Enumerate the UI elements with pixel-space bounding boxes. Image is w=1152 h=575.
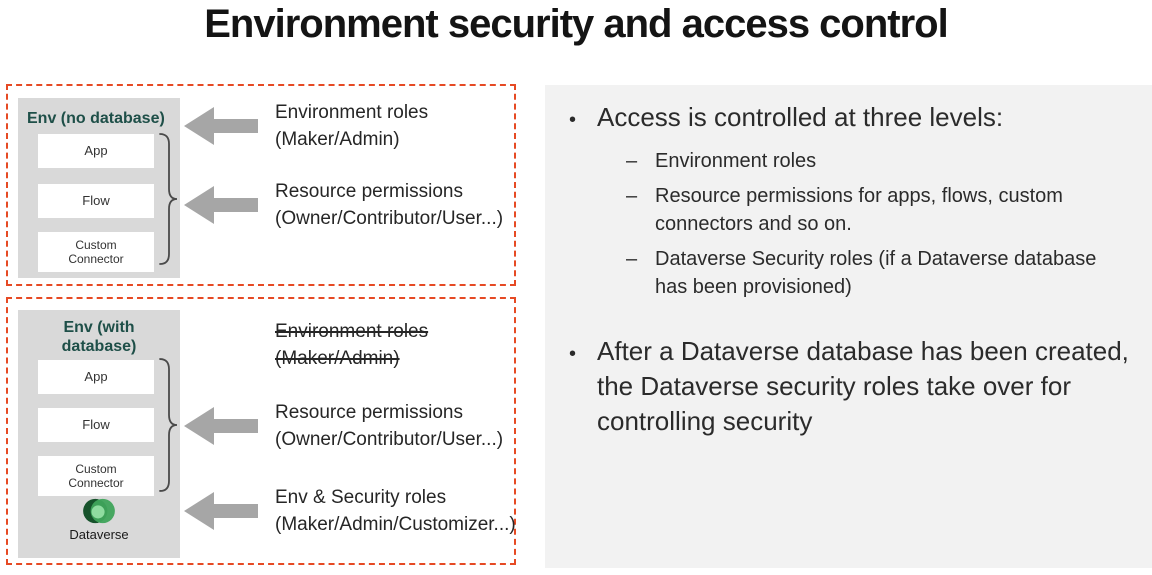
left-arrow-icon	[184, 107, 258, 145]
bullet-dot-icon: •	[569, 343, 577, 365]
app-box: App	[38, 134, 154, 168]
flow-box: Flow	[38, 184, 154, 218]
annotation-environment-roles: Environment roles (Maker/Admin)	[184, 99, 428, 153]
app-box: App	[38, 360, 154, 394]
left-arrow-icon	[184, 492, 258, 530]
annotation-resource-permissions: Resource permissions (Owner/Contributor/…	[184, 178, 503, 232]
annotation-line: Resource permissions	[275, 181, 463, 202]
custom-connector-box: Custom Connector	[38, 456, 154, 496]
env-no-database-title: Env (no database)	[27, 110, 165, 127]
sub-bullet-text: Dataverse Security roles (if a Dataverse…	[655, 248, 1097, 298]
dash-bullet-icon: –	[626, 150, 638, 172]
annotation-line: (Owner/Contributor/User...)	[275, 208, 504, 229]
annotation-env-security-roles: Env & Security roles (Maker/Admin/Custom…	[184, 484, 516, 538]
dataverse-icon	[18, 497, 180, 530]
bullet-text: Access is controlled at three levels:	[597, 102, 1004, 132]
dataverse-label: Dataverse	[69, 527, 129, 542]
sub-bullet-text: Resource permissions for apps, flows, cu…	[655, 185, 1063, 235]
left-arrow-icon	[184, 407, 258, 445]
annotation-line: Env & Security roles	[275, 487, 447, 508]
annotation-line: (Maker/Admin)	[275, 129, 400, 150]
env-no-database-group: Env (no database) App Flow Custom Connec…	[6, 84, 516, 286]
bullet-dot-icon: •	[569, 109, 577, 131]
env-with-database-title: Env (with database)	[61, 319, 137, 355]
annotation-line: Environment roles	[275, 102, 429, 123]
bullet-access-levels: • Access is controlled at three levels:	[569, 100, 1134, 138]
bullet-text: After a Dataverse database has been crea…	[597, 336, 1129, 436]
dash-bullet-icon: –	[626, 185, 638, 207]
curly-brace-icon	[159, 358, 178, 492]
sub-bullet-environment-roles: – Environment roles	[626, 147, 1134, 175]
bullet-dataverse-takeover: • After a Dataverse database has been cr…	[569, 334, 1134, 439]
sub-bullet-text: Environment roles	[655, 150, 817, 172]
sub-bullet-resource-permissions: – Resource permissions for apps, flows, …	[626, 182, 1134, 238]
custom-connector-box: Custom Connector	[38, 232, 154, 272]
annotation-line: (Maker/Admin)	[275, 348, 400, 369]
sub-bullet-dataverse-roles: – Dataverse Security roles (if a Dataver…	[626, 245, 1134, 301]
env-with-database-panel: Env (with database) App Flow Custom Conn…	[18, 310, 180, 558]
annotation-line: (Owner/Contributor/User...)	[275, 429, 504, 450]
curly-brace-icon	[159, 133, 178, 265]
annotation-environment-roles-struck: Environment roles (Maker/Admin)	[184, 318, 428, 372]
env-with-database-group: Env (with database) App Flow Custom Conn…	[6, 297, 516, 565]
annotation-line: (Maker/Admin/Customizer...)	[275, 514, 516, 535]
env-no-database-panel: Env (no database) App Flow Custom Connec…	[18, 98, 180, 278]
notes-panel: • Access is controlled at three levels: …	[545, 85, 1152, 568]
page-title: Environment security and access control	[204, 2, 948, 46]
annotation-line: Resource permissions	[275, 402, 463, 423]
left-arrow-icon	[184, 186, 258, 224]
dash-bullet-icon: –	[626, 248, 638, 270]
annotation-resource-permissions: Resource permissions (Owner/Contributor/…	[184, 399, 503, 453]
flow-box: Flow	[38, 408, 154, 442]
annotation-line: Environment roles	[275, 321, 429, 342]
sub-bullet-list: – Environment roles – Resource permissio…	[569, 147, 1134, 301]
